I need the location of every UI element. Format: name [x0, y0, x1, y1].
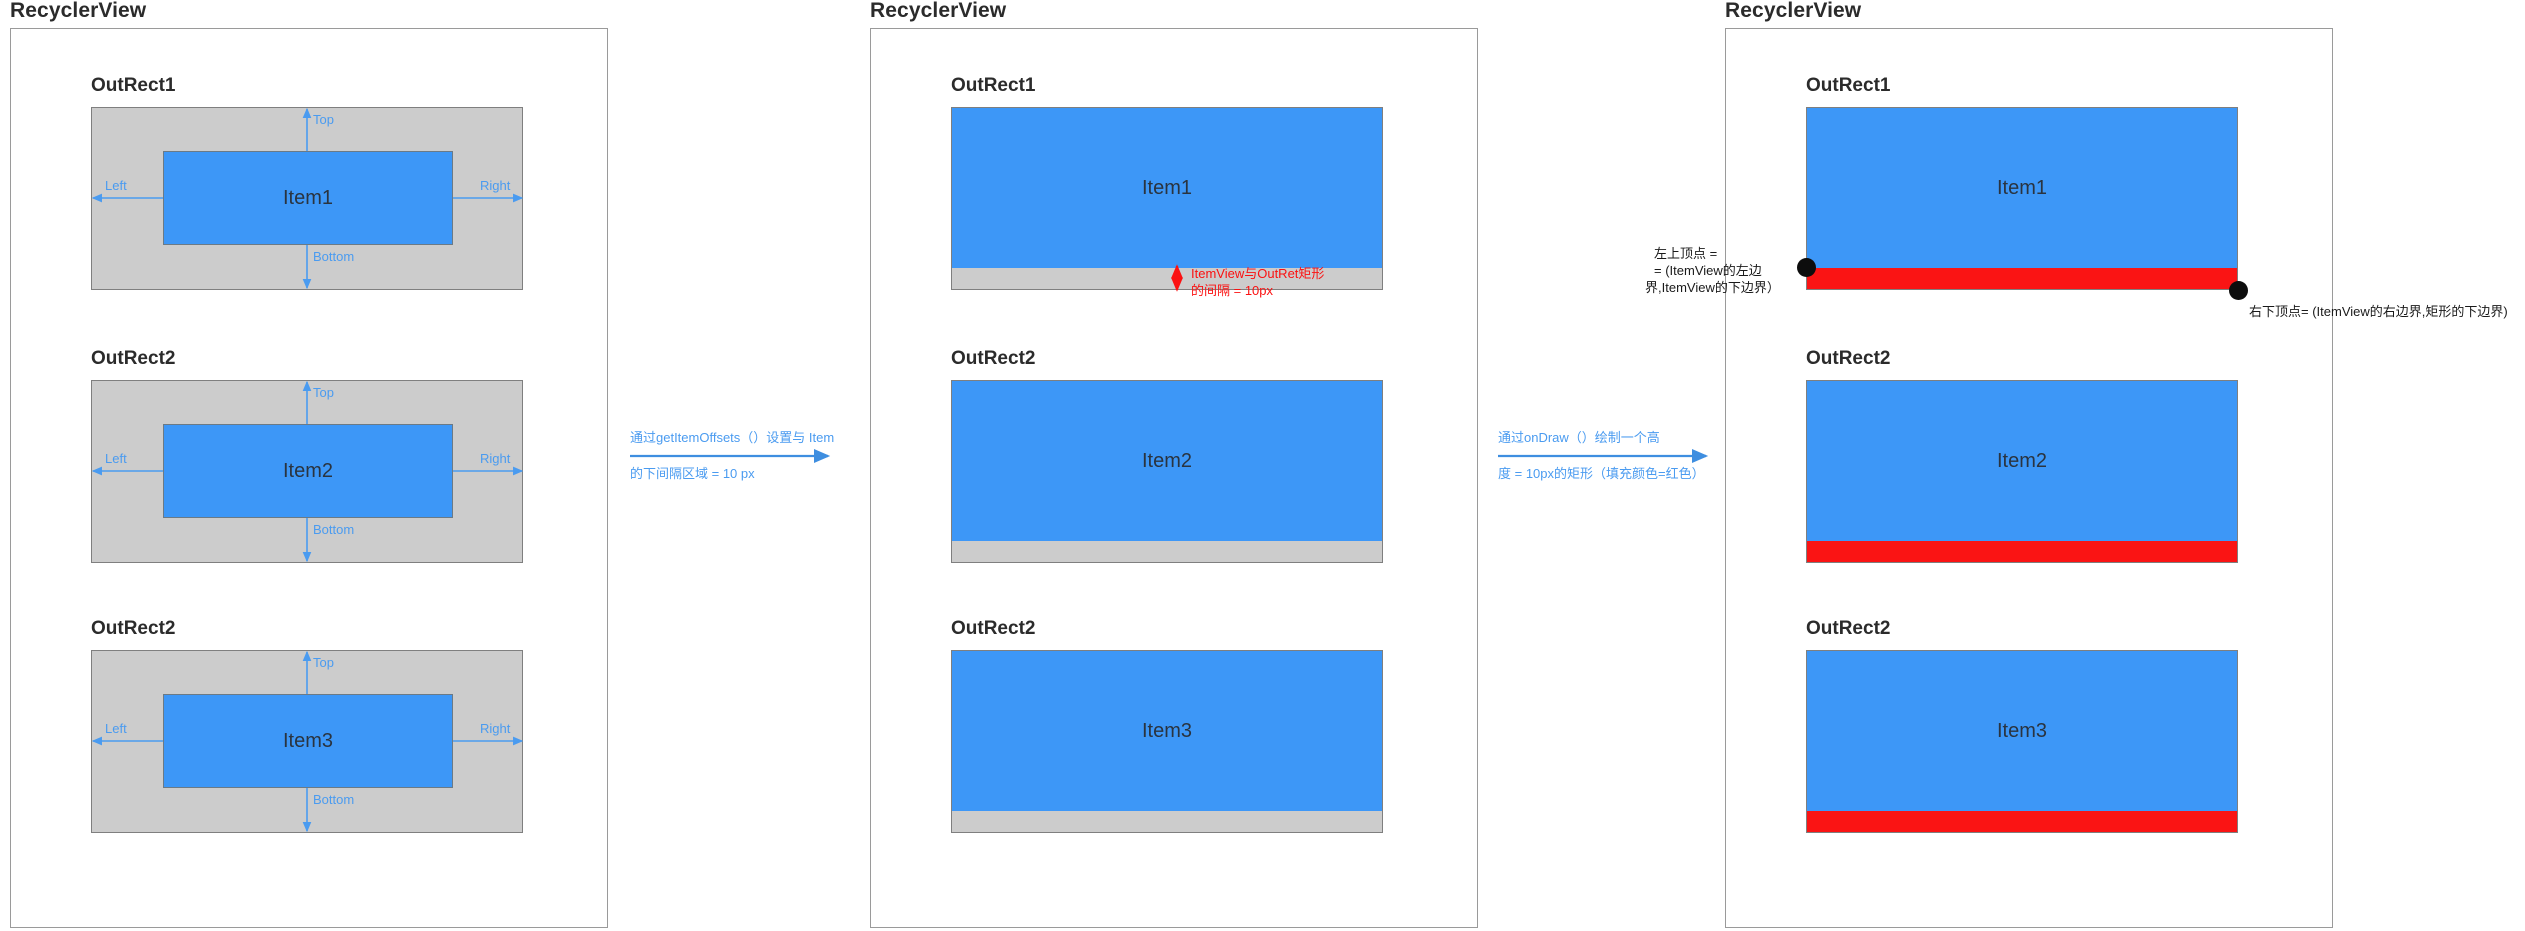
- gap-note-line-1: ItemView与OutRet矩形: [1191, 266, 1325, 281]
- arrow-2-line-1: 通过onDraw（）绘制一个高: [1498, 430, 1660, 445]
- arrow-2-line-2: 度 = 10px的矩形（填充颜色=红色）: [1498, 466, 1705, 481]
- panel-3-block-2: OutRect2 Item2: [1806, 349, 2246, 570]
- itemview-label: Item3: [1996, 719, 2048, 742]
- itemview-label: Item3: [1141, 719, 1193, 742]
- outrect-area: Item3: [1806, 650, 2238, 833]
- panel-2-block-1: OutRect1 Item1 Item: [951, 75, 1391, 298]
- itemview-label: Item1: [1996, 176, 2048, 199]
- edge-label-right: Right: [480, 178, 511, 193]
- gap-note-line-2: 的间隔 = 10px: [1191, 283, 1274, 298]
- itemview-area: Item1: [1807, 108, 2237, 268]
- panel-3-box: OutRect1 Item1 OutRect2 Item2: [1725, 28, 2333, 928]
- edge-label-left: Left: [105, 721, 127, 736]
- panel-recyclerview-1: RecyclerView OutRect1 Item1: [10, 0, 610, 928]
- decoration-rect-area: [1807, 268, 2237, 289]
- panel-2-block-2: OutRect2 Item2: [951, 349, 1391, 570]
- outrect-area: Item2: [1806, 380, 2238, 563]
- panel-2-title: RecyclerView: [870, 0, 1007, 22]
- itemview-area: Item3: [163, 694, 453, 788]
- panel-1-block-2: OutRect2 Item2 Top Bottom Left Right: [91, 349, 531, 570]
- panel-recyclerview-2: RecyclerView OutRect1 Item1: [870, 0, 1480, 928]
- offset-gap-area: [952, 811, 1382, 832]
- panel-1-block-3: OutRect2 Item3 Top Bottom Left Right: [91, 619, 531, 840]
- offset-gap-area: [952, 541, 1382, 562]
- itemview-label: Item2: [1141, 449, 1193, 472]
- bottom-right-vertex-note: 右下顶点= (ItemView的右边界,矩形的下边界): [2249, 304, 2508, 319]
- outrect-label: OutRect1: [951, 75, 1036, 96]
- decoration-rect-area: [1807, 811, 2237, 832]
- panel-1-title: RecyclerView: [10, 0, 147, 22]
- panel-recyclerview-3: RecyclerView OutRect1 Item1 OutRect2: [1725, 0, 2335, 928]
- outrect-area: Item1: [1806, 107, 2238, 290]
- outrect-label: OutRect2: [951, 348, 1036, 369]
- outrect-label: OutRect2: [1806, 348, 1891, 369]
- annotation-arrow-1: 通过getItemOffsets（）设置与 Item 的下间隔区域 = 10 p…: [630, 430, 840, 500]
- decoration-rect-area: [1807, 541, 2237, 562]
- itemview-label: Item2: [1996, 449, 2048, 472]
- panel-2-box: OutRect1 Item1 Item: [870, 28, 1478, 928]
- top-left-vertex-dot: [1797, 258, 1816, 277]
- panel-1-block-1: OutRect1 Item1 Top: [91, 76, 531, 297]
- outrect-area: Item2: [951, 380, 1383, 563]
- edge-label-right: Right: [480, 451, 511, 466]
- edge-label-left: Left: [105, 178, 127, 193]
- itemview-area: Item2: [163, 424, 453, 518]
- edge-label-bottom: Bottom: [313, 792, 355, 807]
- bottom-right-vertex-dot: [2229, 281, 2248, 300]
- itemview-area: Item3: [1807, 651, 2237, 811]
- outrect-label: OutRect1: [1806, 75, 1891, 96]
- edge-label-bottom: Bottom: [313, 522, 355, 537]
- panel-3-title: RecyclerView: [1725, 0, 1862, 22]
- top-left-vertex-note-line-2: = (ItemView的左边: [1654, 263, 1762, 278]
- itemview-label: Item1: [1141, 176, 1193, 199]
- outrect-label: OutRect1: [91, 75, 176, 96]
- outrect-label: OutRect2: [91, 348, 176, 369]
- panel-2-block-3: OutRect2 Item3: [951, 619, 1391, 840]
- top-left-vertex-note-line-1: 左上顶点 =: [1654, 246, 1718, 261]
- annotation-arrow-2: 通过onDraw（）绘制一个高 度 = 10px的矩形（填充颜色=红色）: [1498, 430, 1718, 500]
- outrect-area: Item1: [951, 107, 1383, 290]
- outrect-label: OutRect2: [951, 618, 1036, 639]
- edge-label-top: Top: [313, 655, 334, 670]
- edge-label-right: Right: [480, 721, 511, 736]
- top-left-vertex-note-line-3: 界,ItemView的下边界）: [1645, 280, 1780, 295]
- itemview-area: Item3: [952, 651, 1382, 811]
- itemview-label: Item1: [282, 186, 334, 209]
- edge-label-top: Top: [313, 112, 334, 127]
- panel-1-box: OutRect1 Item1 Top: [10, 28, 608, 928]
- itemview-label: Item2: [282, 459, 334, 482]
- offset-gap-area: [952, 268, 1382, 289]
- panel-3-block-1: OutRect1 Item1: [1797, 75, 2248, 300]
- arrow-1-line-2: 的下间隔区域 = 10 px: [630, 466, 755, 481]
- itemview-area: Item1: [163, 151, 453, 245]
- itemview-label: Item3: [282, 729, 334, 752]
- outrect-label: OutRect2: [1806, 618, 1891, 639]
- edge-label-bottom: Bottom: [313, 249, 355, 264]
- edge-label-top: Top: [313, 385, 334, 400]
- outrect-label: OutRect2: [91, 618, 176, 639]
- panel-3-block-3: OutRect2 Item3: [1806, 619, 2246, 840]
- outrect-area: Item3: [951, 650, 1383, 833]
- itemview-area: Item1: [952, 108, 1382, 268]
- arrow-1-line-1: 通过getItemOffsets（）设置与 Item: [630, 430, 835, 445]
- itemview-area: Item2: [952, 381, 1382, 541]
- edge-label-left: Left: [105, 451, 127, 466]
- itemview-area: Item2: [1807, 381, 2237, 541]
